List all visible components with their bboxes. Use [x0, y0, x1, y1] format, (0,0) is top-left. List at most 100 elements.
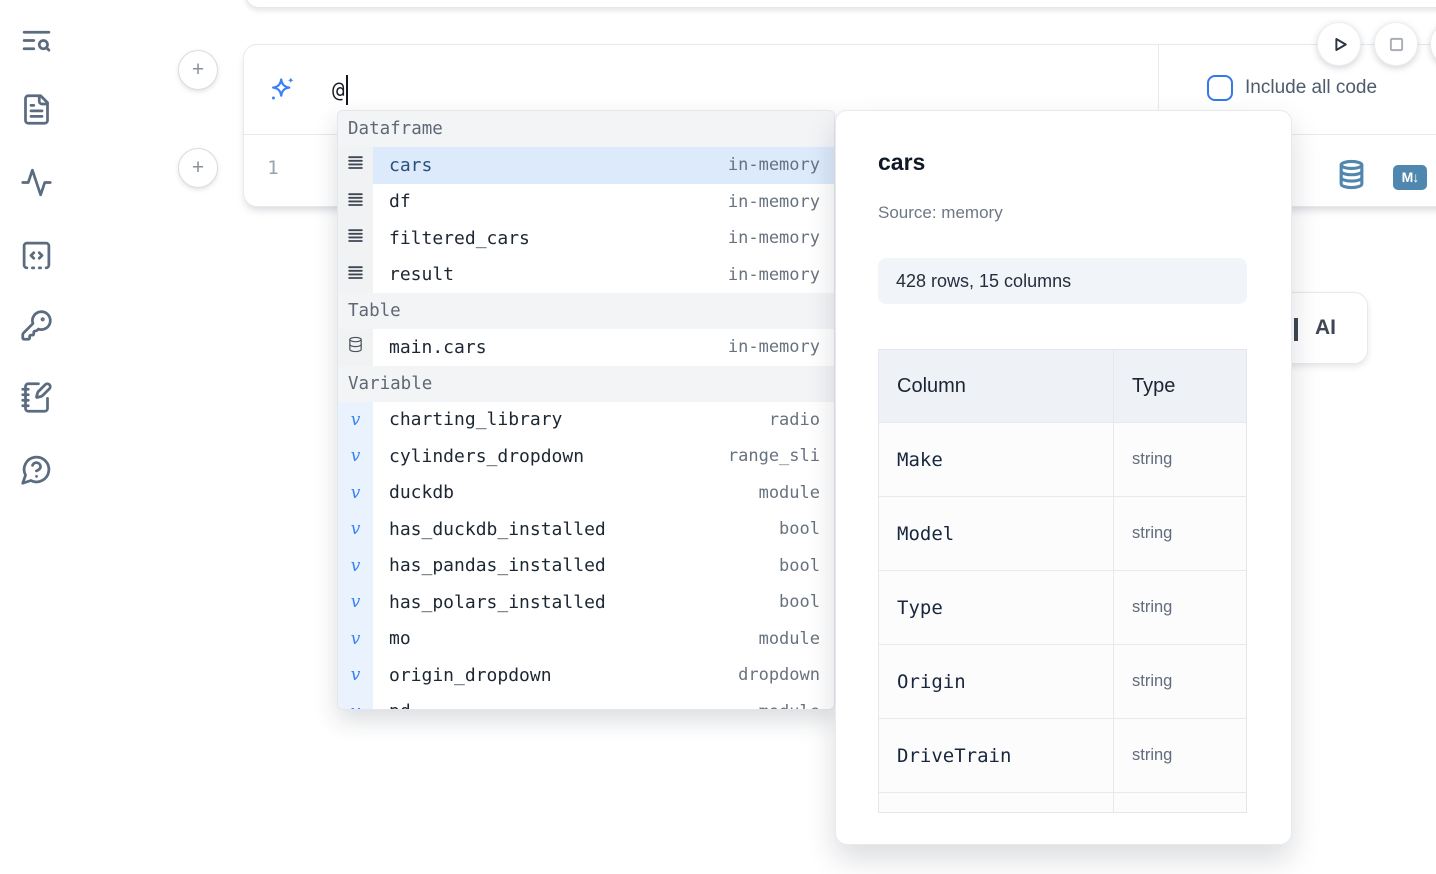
variable-icon: v	[350, 482, 361, 503]
schema-column-type: string	[1132, 672, 1173, 690]
schema-row: Type string	[879, 570, 1246, 644]
database-output-icon[interactable]	[1336, 159, 1367, 195]
variable-icon: v	[350, 519, 361, 540]
dataframe-icon	[347, 227, 364, 249]
dataframe-icon	[347, 191, 364, 213]
completion-item-name: has_pandas_installed	[389, 555, 606, 577]
completion-item-type: bool	[779, 592, 820, 613]
preview-source: Source: memory	[878, 203, 1003, 222]
ai-prompt-row[interactable]: @ Include all code	[244, 45, 1436, 134]
schema-column-type: string	[1132, 746, 1173, 764]
previous-cell-edge	[245, 0, 1436, 8]
completion-item[interactable]: result in-memory	[338, 256, 834, 293]
line-number: 1	[267, 157, 279, 179]
schema-column-type: string	[1132, 598, 1173, 616]
preview-shape-badge: 428 rows, 15 columns	[878, 258, 1247, 304]
help-chat-icon[interactable]	[18, 451, 54, 487]
schema-column-name: DriveTrain	[897, 744, 1012, 767]
completion-item-type: dropdown	[738, 665, 820, 686]
code-editor-row[interactable]: 1 M↓	[244, 135, 1436, 208]
completion-item-type: bool	[779, 519, 820, 540]
schema-column-name: Model	[897, 522, 955, 545]
include-all-code-label: Include all code	[1245, 77, 1378, 98]
completion-item[interactable]: vpdmodule	[338, 693, 834, 709]
run-cell-button[interactable]	[1317, 22, 1361, 66]
schema-row: Model string	[879, 496, 1246, 570]
schema-column-name: Make	[897, 448, 943, 471]
completion-item-type: module	[758, 482, 820, 503]
completion-item-type: bool	[779, 555, 820, 576]
schema-column-type: string	[1132, 450, 1173, 468]
text-cursor	[345, 75, 348, 105]
key-icon[interactable]	[18, 307, 54, 343]
completion-item-name: origin_dropdown	[389, 664, 552, 686]
completion-section-header: Variable	[338, 365, 834, 402]
cell-vertical-divider	[1158, 45, 1159, 134]
sidebar	[0, 0, 72, 874]
schema-row: Origin string	[879, 644, 1246, 718]
ai-prompt-input[interactable]: @	[332, 75, 348, 105]
variable-icon: v	[350, 628, 361, 649]
dataframe-icon	[347, 154, 364, 176]
completion-item[interactable]: v has_duckdb_installed bool	[338, 511, 834, 548]
completion-item[interactable]: cars in-memory	[338, 147, 834, 184]
schema-header-type: Type	[1132, 374, 1176, 397]
completion-item[interactable]: v has_pandas_installed bool	[338, 547, 834, 584]
completion-item-type: in-memory	[727, 191, 820, 212]
completion-item-name: main.cars	[389, 336, 487, 358]
completion-item-name: has_polars_installed	[389, 591, 606, 613]
completion-item-name: charting_library	[389, 409, 563, 431]
completion-item[interactable]: v charting_library radio	[338, 401, 834, 438]
variable-icon: v	[350, 446, 361, 467]
completion-section-header: Dataframe	[338, 111, 834, 147]
completion-section-header: Table	[338, 293, 834, 329]
include-all-code-checkbox[interactable]	[1207, 75, 1233, 101]
file-text-icon[interactable]	[18, 91, 54, 127]
add-cell-above-button[interactable]: +	[178, 50, 218, 90]
completion-item-name: cylinders_dropdown	[389, 445, 585, 467]
completion-item-type: radio	[768, 409, 820, 430]
completion-item[interactable]: main.cars in-memory	[338, 329, 834, 366]
completion-item-type: in-memory	[727, 264, 820, 285]
variable-icon: v	[350, 409, 361, 430]
schema-column-type: string	[1132, 524, 1173, 542]
variable-icon: v	[351, 702, 361, 709]
preview-title: cars	[878, 149, 926, 175]
completion-item-name: result	[389, 264, 455, 286]
completion-item-type: in-memory	[727, 337, 820, 358]
add-cell-below-button[interactable]: +	[178, 148, 218, 188]
table-database-icon	[347, 336, 364, 358]
completion-item-name: cars	[389, 154, 433, 176]
completion-item[interactable]: v origin_dropdown dropdown	[338, 657, 834, 694]
completion-item-type: in-memory	[727, 155, 820, 176]
clipped-letter-fragment	[1294, 318, 1298, 341]
schema-row-partial	[879, 792, 1246, 812]
variable-icon: v	[350, 665, 361, 686]
schema-column-name: Origin	[897, 670, 966, 693]
schema-row: DriveTrain string	[879, 718, 1246, 792]
notebook-pen-icon[interactable]	[18, 379, 54, 415]
activity-icon[interactable]	[18, 164, 54, 200]
completion-item-name: has_duckdb_installed	[389, 518, 606, 540]
ai-sparkle-icon	[271, 77, 294, 100]
completion-item-name: pd	[389, 701, 411, 709]
variable-icon: v	[350, 555, 361, 576]
markdown-export-icon[interactable]: M↓	[1393, 164, 1427, 190]
completion-item-type: module	[758, 628, 820, 649]
code-square-dashed-icon[interactable]	[18, 237, 54, 273]
schema-column-name: Type	[897, 596, 943, 619]
text-search-icon[interactable]	[18, 22, 54, 58]
completion-item-type: in-memory	[727, 228, 820, 249]
stop-cell-button[interactable]	[1374, 22, 1418, 66]
dataframe-preview-card: cars Source: memory 428 rows, 15 columns…	[835, 110, 1292, 845]
